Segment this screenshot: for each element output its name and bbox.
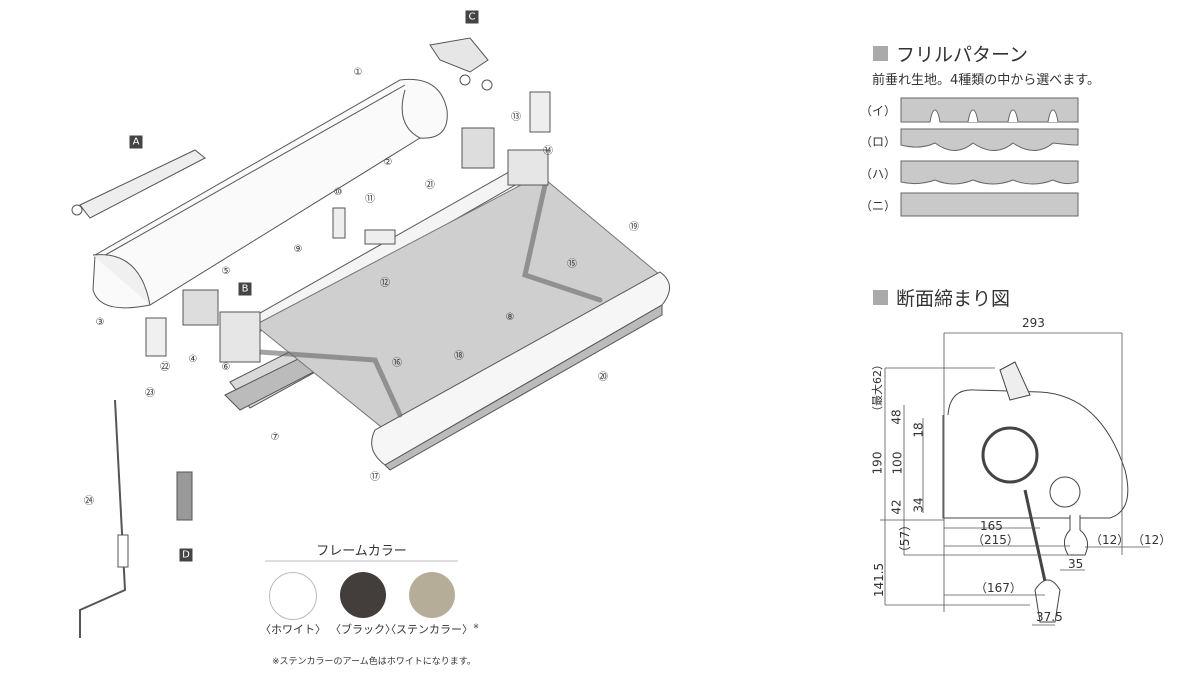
bullet-square-icon [873,46,888,61]
tag-a: A [129,135,143,149]
dim-57: （57） [898,518,913,559]
swatch-white [269,572,317,620]
frill-pattern-ha: （ハ） [860,160,1080,186]
callout-3: ③ [95,317,105,328]
callout-19: ⑲ [629,222,639,233]
frame-color-note: ※ステンカラーのアーム色はホワイトになります。 [272,657,476,667]
dim-293: 293 [1022,316,1045,330]
callout-12: ⑫ [380,278,390,289]
dim-42: 42 [889,499,904,515]
dim-12a: （12） [1090,533,1130,547]
callout-4: ④ [188,354,198,365]
tag-b: B [238,282,252,296]
frill-title: フリルパターン [873,40,1028,67]
part-a [71,149,206,219]
swatch-white-label: 〈ホワイト〉 [260,623,326,636]
callout-15: ⑮ [567,259,577,270]
frill-description: 前垂れ生地。4種類の中から選べます。 [872,73,1100,88]
callout-23: ㉓ [145,388,155,399]
cross-section-drawing [880,332,1150,626]
dim-35: 35 [1068,557,1084,571]
callout-10: ⑩ [333,187,343,198]
callout-6: ⑥ [221,362,231,373]
callout-2: ② [383,157,393,168]
dim-215: （215） [972,533,1019,547]
callout-17: ⑰ [370,472,380,483]
cassette-cover [92,78,448,309]
section-title: 断面締まり図 [873,284,1010,311]
callout-24: ㉔ [84,496,94,507]
callout-7: ⑦ [270,432,280,443]
bullet-square-icon [873,290,888,305]
dim-141-5: 141.5 [872,562,887,598]
dim-100: 100 [890,451,905,475]
swatch-stain-label: 〈ステンカラー〉※ [385,622,479,636]
callout-20: ⑳ [598,372,608,383]
dim-34: 34 [911,497,926,513]
tag-c: C [465,10,479,24]
dim-37-5: 37.5 [1036,610,1063,624]
callout-9: ⑨ [293,244,303,255]
frill-pattern-ro: （ロ） [860,128,1080,154]
callout-16: ⑯ [392,358,402,369]
dim-48: 48 [889,409,904,425]
part-c [429,37,493,91]
callout-1: ① [353,67,363,78]
swatch-black-label: 〈ブラック〉 [330,623,396,636]
callout-18: ⑱ [454,351,464,362]
dim-167: （167） [975,581,1022,595]
callout-14: ⑭ [543,146,553,157]
frame-color-title: フレームカラー [316,544,407,559]
callout-21: ㉑ [425,180,435,191]
swatch-black [340,572,386,618]
swatch-stain [409,572,455,618]
dim-165: 165 [980,519,1003,533]
frill-pattern-i: （イ） [860,97,1080,123]
dim-12b: （12） [1132,533,1172,547]
callout-22: ㉒ [160,362,170,373]
tag-d: D [179,548,193,562]
callout-11: ⑪ [365,194,375,205]
callout-5: ⑤ [221,266,231,277]
callout-8: ⑧ [505,312,515,323]
callout-13: ⑬ [511,112,521,123]
dim-190: 190 [870,451,885,475]
dim-max62: （最大62） [871,359,884,417]
dim-18: 18 [911,422,926,438]
frill-pattern-ni: （ニ） [860,192,1080,218]
